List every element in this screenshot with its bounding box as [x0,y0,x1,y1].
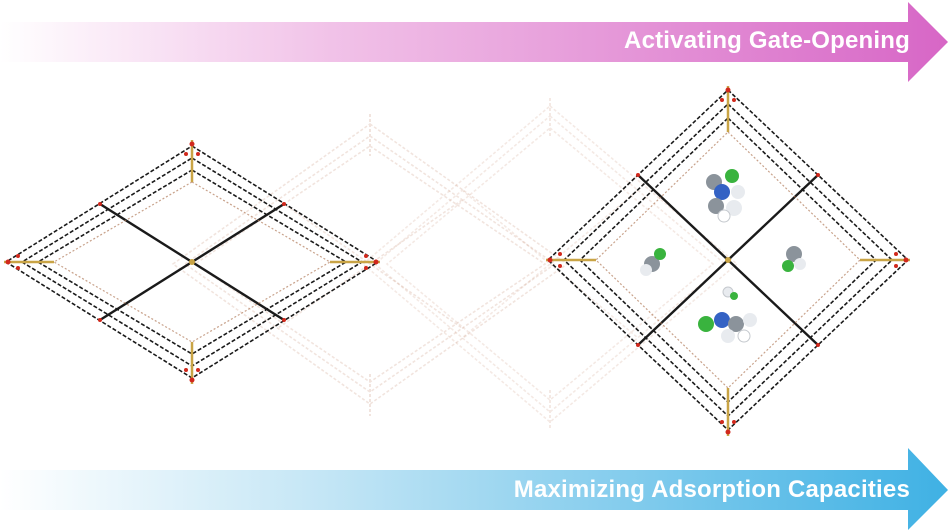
guest-molecule-left [640,248,666,276]
gate-opening-arrow: Activating Gate-Opening [0,0,952,84]
gate-opening-arrow-shape [0,2,948,82]
framework-illustration [4,86,910,436]
transition-framework-2 [361,98,739,430]
guest-molecule-right [782,246,806,272]
transition-framework-1 [171,114,569,416]
guest-molecule-top [706,169,745,223]
guest-molecule-small [722,286,738,300]
open-framework-with-guests [546,86,910,436]
adsorption-arrow: Maximizing Adsorption Capacities [0,446,952,532]
adsorption-arrow-shape [0,448,948,530]
guest-molecule-bottom [698,312,757,343]
gate-opening-label: Activating Gate-Opening [624,27,910,54]
closed-framework [4,140,380,384]
adsorption-label: Maximizing Adsorption Capacities [513,476,910,503]
